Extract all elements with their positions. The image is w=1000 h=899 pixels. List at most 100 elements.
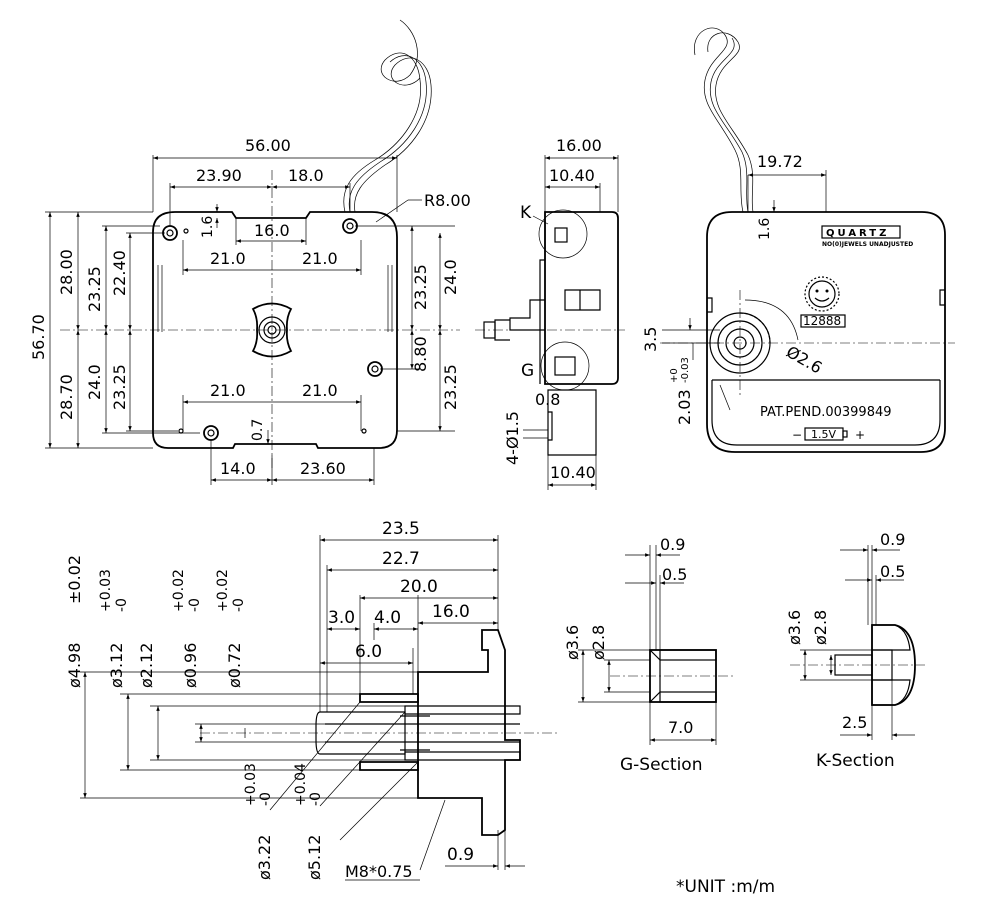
svg-text:-0: -0	[258, 792, 274, 806]
svg-text:+0.02: +0.02	[171, 569, 187, 612]
thread-spec: M8*0.75	[345, 862, 413, 881]
dim-right-upper-a: 23.25	[411, 264, 430, 310]
svg-text:ø3.12: ø3.12	[107, 643, 126, 688]
dim-bottom-hole-left: 21.0	[210, 381, 246, 400]
dim-radius: R8.00	[424, 191, 471, 210]
svg-text:+: +	[855, 428, 865, 442]
g-dim-top-a: 0.9	[660, 535, 685, 554]
k-dim-dia-a: ø3.6	[785, 610, 804, 645]
wire-bundle-back	[694, 27, 744, 213]
dim-right-lower: 23.25	[441, 364, 460, 410]
dim-dia-4: ø0.96 +0.02 -0	[171, 569, 203, 688]
unit-note: *UNIT :m/m	[676, 877, 775, 897]
dim-hole-left: 21.0	[210, 249, 246, 268]
dim-dia-3: ø2.12	[137, 643, 156, 688]
dim-len-c: 20.0	[400, 577, 438, 597]
front-view: 56.00 23.90 18.0 R8.00 1.6 16.0 21.0 21.…	[29, 19, 471, 485]
dim-flange: 0.9	[447, 845, 474, 865]
svg-text:−: −	[792, 428, 802, 442]
svg-text:+0.02: +0.02	[215, 569, 231, 612]
dim-len-g: 6.0	[355, 642, 382, 662]
dim-left-upper-b: 22.40	[110, 250, 129, 296]
dim-len-b: 22.7	[382, 549, 420, 569]
shaft-section: 23.5 22.7 20.0 16.0 3.0 4.0 6.0 ø4.98 ±0…	[65, 519, 560, 881]
label-g: G	[521, 361, 534, 381]
g-section-caption: G-Section	[620, 755, 702, 775]
dim-offset: 19.72	[757, 152, 803, 171]
dim-top-total: 16.00	[556, 136, 602, 155]
dim-top-offset: 1.6	[200, 216, 216, 238]
svg-text:ø4.98: ø4.98	[65, 643, 84, 688]
brand-subtitle: NO(0)JEWELS UNADJUSTED	[822, 241, 913, 248]
svg-text:ø3.22: ø3.22	[255, 835, 274, 880]
g-dim-top-b: 0.5	[662, 565, 687, 584]
dim-right-mid: 8.80	[411, 336, 430, 372]
k-detail-circle	[538, 209, 588, 259]
dim-bottom-right: 23.60	[300, 459, 346, 478]
wire-bundle	[343, 19, 421, 213]
svg-text:+0.04: +0.04	[293, 763, 309, 806]
dim-right-upper-b: 24.0	[441, 259, 460, 295]
sun-logo-icon	[804, 276, 840, 312]
movement-body-side	[544, 211, 619, 385]
k-dim-dia-b: ø2.8	[811, 610, 830, 645]
dim-height-total: 56.70	[29, 314, 48, 360]
k-section-caption: K-Section	[816, 751, 895, 771]
dim-top-small: 1.6	[757, 218, 773, 240]
g-dim-dia-b: ø2.8	[589, 625, 608, 660]
dim-bottom-hole-right: 21.0	[302, 381, 338, 400]
svg-text:-0: -0	[231, 598, 247, 612]
svg-text:+0.03: +0.03	[243, 763, 259, 806]
code-12888: 12888	[803, 314, 841, 328]
patent-number: PAT.PEND.00399849	[760, 405, 892, 420]
dim-slot-width: 16.0	[254, 221, 290, 240]
svg-text:+0: +0	[669, 368, 680, 383]
dim-dia-5: ø0.72 +0.02 -0	[215, 569, 247, 688]
svg-text:ø0.72: ø0.72	[225, 643, 244, 688]
svg-text:-0: -0	[308, 792, 324, 806]
svg-text:±0.02: ±0.02	[65, 555, 84, 604]
brand-quartz: QUARTZ	[826, 228, 889, 239]
svg-text:-0: -0	[114, 598, 130, 612]
svg-text:ø0.96: ø0.96	[181, 643, 200, 688]
dim-left-lower-b: 23.25	[110, 364, 129, 410]
dim-height-upper: 28.00	[57, 249, 76, 295]
dim-len-a: 23.5	[382, 519, 420, 539]
mount-hole	[162, 225, 178, 241]
movement-body-back	[706, 211, 946, 453]
svg-text:-0: -0	[187, 598, 203, 612]
k-section: 0.9 0.5 ø3.6 ø2.8 2.5 K-Section	[785, 530, 925, 771]
dim-left-lower-a: 24.0	[85, 364, 104, 400]
label-k: K	[520, 203, 532, 223]
g-section: 0.9 0.5 ø3.6 ø2.8 7.0 G-Section	[563, 535, 735, 775]
dim-bottom-small: 0.7	[250, 419, 266, 441]
dim-v-offset: 3.5	[641, 327, 660, 352]
dim-tolerance: 2.03 +0 -0.03	[669, 357, 694, 425]
g-dim-dia-a: ø3.6	[563, 625, 582, 660]
dim-len-f: 4.0	[374, 608, 401, 628]
dim-len-e: 3.0	[328, 608, 355, 628]
dim-width-right: 18.0	[288, 166, 324, 185]
svg-text:2.03: 2.03	[675, 389, 694, 425]
dim-dia-1: ø4.98 ±0.02	[65, 555, 84, 688]
k-dim-top-a: 0.9	[880, 530, 905, 549]
dim-width-left: 23.90	[196, 166, 242, 185]
dim-dia-6: ø3.22 +0.03 -0	[243, 763, 274, 880]
dim-bottom: 10.40	[550, 463, 596, 482]
dim-dia-2: ø3.12 +0.03 -0	[98, 569, 130, 688]
side-view: K G 16.00 10.40 10.40 0.8 4-Ø1.5	[475, 136, 625, 490]
dim-top-inner: 10.40	[549, 166, 595, 185]
dim-left-upper-a: 23.25	[85, 266, 104, 312]
dim-bottom-left: 14.0	[220, 459, 256, 478]
battery-label: − 1.5V +	[792, 427, 865, 442]
svg-text:ø5.12: ø5.12	[305, 835, 324, 880]
dim-dia-7: ø5.12 +0.04 -0	[293, 763, 324, 880]
dim-hole-right: 21.0	[302, 249, 338, 268]
dim-len-d: 16.0	[432, 602, 470, 622]
dim-pin-gap: 0.8	[535, 390, 560, 409]
g-dim-length: 7.0	[668, 718, 693, 737]
mount-hole	[342, 218, 358, 234]
svg-text:1.5V: 1.5V	[811, 428, 836, 441]
mount-hole	[203, 425, 219, 441]
